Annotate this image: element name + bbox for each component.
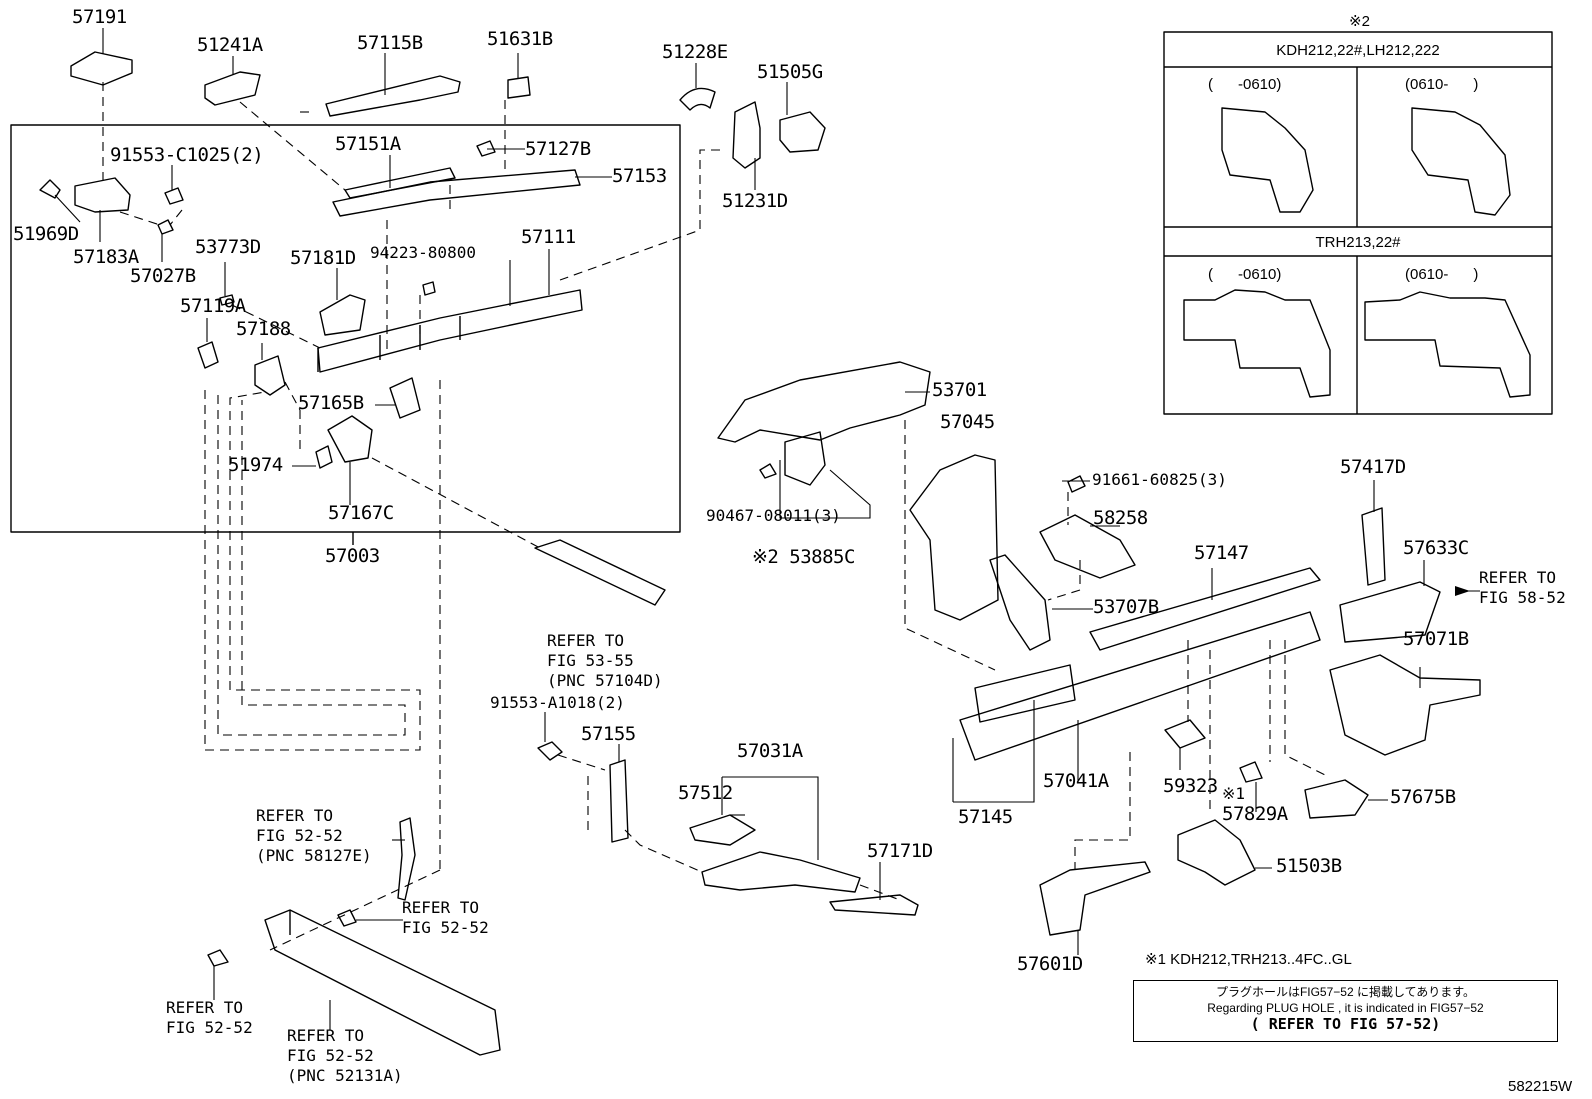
part-label-58258[interactable]: 58258 — [1093, 507, 1148, 529]
inset-table — [1163, 31, 1553, 415]
part-label-57031A[interactable]: 57031A — [737, 740, 803, 762]
refer-fig-52-52-bolt-lower[interactable]: REFER TO FIG 52-52 — [166, 998, 253, 1038]
part-label-51631B[interactable]: 51631B — [487, 28, 553, 50]
plug-hole-note: プラグホールはFIG57−52 に掲載してあります。 Regarding PLU… — [1133, 980, 1558, 1042]
part-label-91553-a1018[interactable]: 91553-A1018(2) — [490, 693, 625, 712]
part-label-57003[interactable]: 57003 — [325, 545, 380, 567]
inset-header-trh: TRH213,22# — [1315, 234, 1401, 251]
part-label-53701[interactable]: 53701 — [932, 379, 987, 401]
part-label-51974[interactable]: 51974 — [228, 454, 283, 476]
part-label-57027B[interactable]: 57027B — [130, 265, 196, 287]
refer-line: REFER TO — [547, 631, 625, 650]
part-label-91661-60825[interactable]: 91661-60825(3) — [1092, 470, 1227, 489]
refer-line: FIG 52-52 — [287, 1046, 374, 1065]
refer-line: FIG 52-52 — [256, 826, 343, 845]
inset-col-right-bottom: (0610- ) — [1405, 266, 1479, 283]
refer-fig-58-52[interactable]: REFER TO FIG 58-52 — [1479, 568, 1566, 608]
part-label-57188[interactable]: 57188 — [236, 318, 291, 340]
part-label-53885C[interactable]: ※2 53885C — [752, 546, 855, 568]
refer-line: (PNC 57104D) — [547, 671, 663, 690]
refer-fig-52-52-52131a[interactable]: REFER TO FIG 52-52 (PNC 52131A) — [287, 1026, 403, 1086]
part-label-57181D[interactable]: 57181D — [290, 247, 356, 269]
part-label-51228E[interactable]: 51228E — [662, 41, 728, 63]
part-label-57512[interactable]: 57512 — [678, 782, 733, 804]
refer-line: (PNC 52131A) — [287, 1066, 403, 1085]
part-label-57153[interactable]: 57153 — [612, 165, 667, 187]
part-label-57151A[interactable]: 57151A — [335, 133, 401, 155]
part-label-57183A[interactable]: 57183A — [73, 246, 139, 268]
refer-line: FIG 53-55 — [547, 651, 634, 670]
part-label-57155[interactable]: 57155 — [581, 723, 636, 745]
part-label-57119A[interactable]: 57119A — [180, 295, 246, 317]
part-label-51231D[interactable]: 51231D — [722, 190, 788, 212]
note-en: Regarding PLUG HOLE , it is indicated in… — [1207, 1001, 1484, 1015]
part-label-57171D[interactable]: 57171D — [867, 840, 933, 862]
refer-line: (PNC 58127E) — [256, 846, 372, 865]
footnote: ※1 KDH212,TRH213..4FC..GL — [1145, 951, 1352, 968]
inset-col-left-top: ( -0610) — [1208, 76, 1282, 93]
part-label-57601D[interactable]: 57601D — [1017, 953, 1083, 975]
inset-col-right-top: (0610- ) — [1405, 76, 1479, 93]
part-label-57191[interactable]: 57191 — [72, 6, 127, 28]
refer-line: FIG 52-52 — [166, 1018, 253, 1037]
refer-line: REFER TO — [166, 998, 244, 1017]
part-label-57115B[interactable]: 57115B — [357, 32, 423, 54]
refer-line: FIG 52-52 — [402, 918, 489, 937]
part-label-53773D[interactable]: 53773D — [195, 236, 261, 258]
part-label-94223-80800[interactable]: 94223-80800 — [370, 243, 476, 262]
refer-fig-52-52-58127e[interactable]: REFER TO FIG 52-52 (PNC 58127E) — [256, 806, 372, 866]
inset-col-left-bottom: ( -0610) — [1208, 266, 1282, 283]
inset-mark: ※2 — [1349, 13, 1370, 30]
refer-line: REFER TO — [402, 898, 480, 917]
part-label-57045[interactable]: 57045 — [940, 411, 995, 433]
part-label-91553-c1025[interactable]: 91553-C1025(2) — [110, 144, 264, 166]
part-label-57167C[interactable]: 57167C — [328, 502, 394, 524]
part-label-57829A[interactable]: 57829A — [1222, 803, 1288, 825]
inset-header-kdh: KDH212,22#,LH212,222 — [1276, 42, 1440, 59]
part-label-51241A[interactable]: 51241A — [197, 34, 263, 56]
refer-fig-52-52-bolt[interactable]: REFER TO FIG 52-52 — [402, 898, 489, 938]
refer-fig-53-55[interactable]: REFER TO FIG 53-55 (PNC 57104D) — [547, 631, 663, 691]
part-label-59323[interactable]: 59323 — [1163, 775, 1218, 797]
part-label-57633C[interactable]: 57633C — [1403, 537, 1469, 559]
figure-id: 582215W — [1508, 1078, 1573, 1095]
part-label-51505G[interactable]: 51505G — [757, 61, 823, 83]
part-label-57127B[interactable]: 57127B — [525, 138, 591, 160]
part-label-53707B[interactable]: 53707B — [1093, 596, 1159, 618]
refer-line: REFER TO — [256, 806, 334, 825]
refer-line: REFER TO — [1479, 568, 1557, 587]
part-label-90467-08011[interactable]: 90467-08011(3) — [706, 506, 841, 525]
part-label-57675B[interactable]: 57675B — [1390, 786, 1456, 808]
part-label-57147[interactable]: 57147 — [1194, 542, 1249, 564]
refer-line: FIG 58-52 — [1479, 588, 1566, 607]
part-label-57071B[interactable]: 57071B — [1403, 628, 1469, 650]
refer-line: REFER TO — [287, 1026, 365, 1045]
part-label-57829a-mark: ※1 — [1222, 784, 1246, 803]
group-box-57003 — [10, 124, 681, 533]
note-jp: プラグホールはFIG57−52 に掲載してあります。 — [1215, 985, 1476, 999]
part-label-51503B[interactable]: 51503B — [1276, 855, 1342, 877]
part-label-57111[interactable]: 57111 — [521, 226, 576, 248]
part-label-57165B[interactable]: 57165B — [298, 392, 364, 414]
note-ref[interactable]: ( REFER TO FIG 57-52) — [1250, 1015, 1441, 1033]
part-label-57041A[interactable]: 57041A — [1043, 770, 1109, 792]
part-label-57145[interactable]: 57145 — [958, 806, 1013, 828]
part-label-51969D[interactable]: 51969D — [13, 223, 79, 245]
part-label-57417D[interactable]: 57417D — [1340, 456, 1406, 478]
